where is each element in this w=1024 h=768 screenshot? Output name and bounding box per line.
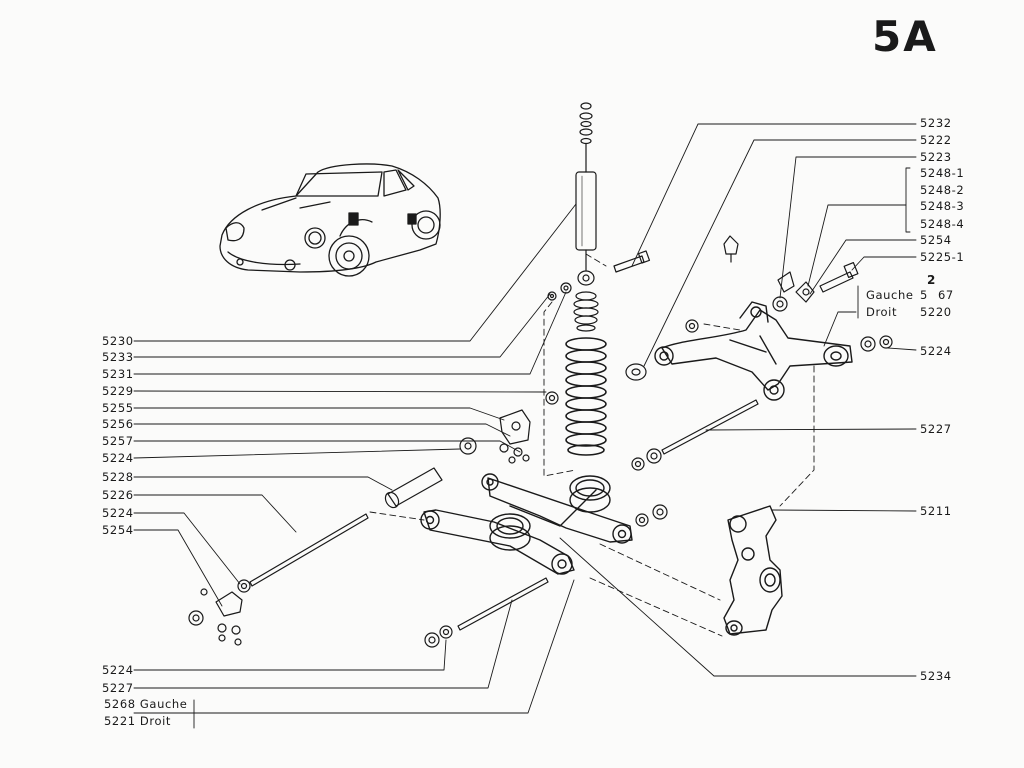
callout-droit: Droit [866, 305, 898, 319]
callout-5224-left-a: 5224 [102, 451, 134, 465]
callout-5232: 5232 [920, 116, 952, 130]
callout-5231: 5231 [102, 367, 134, 381]
callout-5226: 5226 [102, 488, 134, 502]
bracket-5223 [772, 271, 815, 312]
upright-5211 [723, 505, 783, 636]
callout-5268-gauche: 5268 Gauche [104, 697, 188, 711]
pin-5227-lower [424, 577, 549, 648]
bolt-5225-1 [819, 261, 859, 293]
callout-5267-suffix: 67 [938, 288, 954, 302]
callout-5224-bottom: 5224 [102, 663, 134, 677]
callout-5211: 5211 [920, 504, 952, 518]
callout-5224: 5224 [920, 344, 952, 358]
leader-lines [133, 123, 917, 729]
callout-5248-1: 5248-1 [920, 166, 965, 180]
callout-5257: 5257 [102, 434, 134, 448]
tube-5228 [384, 467, 443, 509]
lower-wishbone [420, 473, 633, 575]
callout-5220: 5220 [920, 305, 952, 319]
callout-5224-left-b: 5224 [102, 506, 134, 520]
car-illustration [219, 163, 441, 277]
callout-5227-bottom: 5227 [102, 681, 134, 695]
callout-5223: 5223 [920, 150, 952, 164]
callout-5248-2: 5248-2 [920, 183, 965, 197]
callout-5229: 5229 [102, 384, 134, 398]
small-washers [545, 282, 572, 405]
washers-right [685, 319, 893, 352]
callout-5254-left: 5254 [102, 523, 134, 537]
assembly-guides [369, 253, 815, 637]
rubber-bump-stop [573, 291, 599, 332]
callout-5227: 5227 [920, 422, 952, 436]
callout-5222: 5222 [920, 133, 952, 147]
link-5254 [188, 588, 243, 646]
coil-spring [565, 337, 607, 456]
callout-5234: 5234 [920, 669, 952, 683]
grease-nipple [723, 235, 739, 263]
bushing-5222 [625, 363, 647, 381]
callout-5228: 5228 [102, 470, 134, 484]
callout-5248-4: 5248-4 [920, 217, 965, 231]
pin-5227-upper [631, 399, 759, 471]
callout-5230: 5230 [102, 334, 134, 348]
shaft-5226 [237, 513, 369, 593]
callout-5267-prefix: 5 [920, 288, 928, 302]
plate-number: 5A [872, 12, 938, 61]
callout-5233: 5233 [102, 350, 134, 364]
handwritten-correction: 2 [927, 273, 936, 287]
callout-5254: 5254 [920, 233, 952, 247]
callout-5225-1: 5225-1 [920, 250, 965, 264]
callout-5248-3: 5248-3 [920, 199, 965, 213]
upper-wishbone [654, 301, 853, 401]
callout-5256: 5256 [102, 417, 134, 431]
link-5255 [499, 409, 531, 464]
callout-gauche: Gauche [866, 288, 914, 302]
shock-absorber [575, 102, 597, 286]
callout-5221-droit: 5221 Droit [104, 714, 171, 728]
bolt-5232 [613, 250, 651, 273]
callout-5255: 5255 [102, 401, 134, 415]
washers-lower [459, 437, 668, 527]
